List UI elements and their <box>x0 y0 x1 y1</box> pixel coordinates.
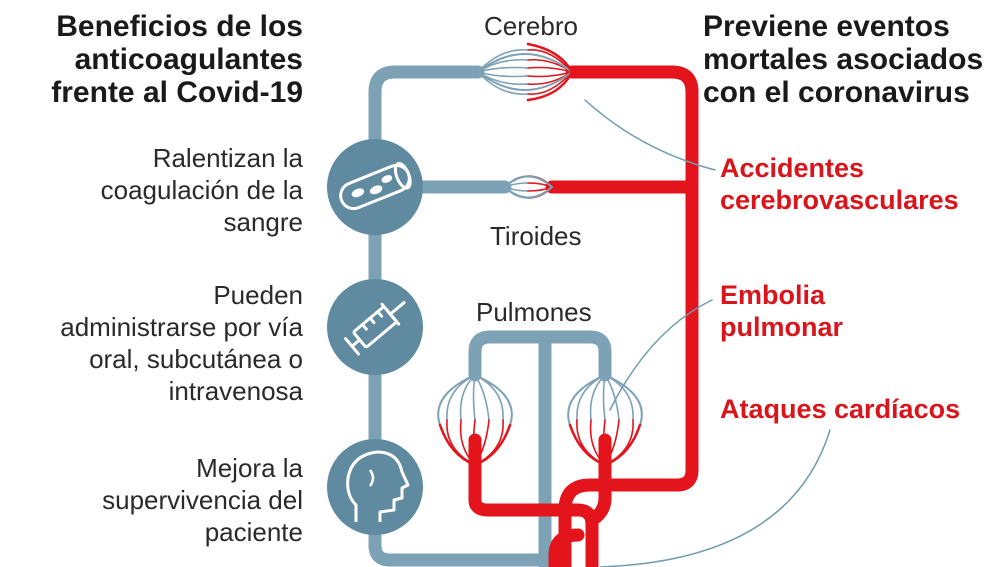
organ-label-thyroid: Tiroides <box>490 221 582 251</box>
syringe-icon <box>327 279 423 375</box>
leader-lines <box>584 99 831 567</box>
left-lung-capillaries <box>437 374 513 467</box>
left-title: Beneficios de los anticoagulantes frente… <box>51 10 303 109</box>
blood-vessel-icon <box>327 139 423 235</box>
leader-line-heart <box>599 429 831 567</box>
brain-capillaries <box>477 42 574 102</box>
benefit-administration: Pueden administrarse por vía oral, subcu… <box>60 280 303 406</box>
right-title: Previene eventos mortales asociados con … <box>703 10 984 109</box>
leader-line-embolism <box>609 299 713 411</box>
patient-head-icon <box>327 439 423 535</box>
benefit-survival: Mejora la supervivencia del paciente <box>102 453 303 547</box>
thyroid-capillaries <box>504 175 553 199</box>
organ-label-lungs: Pulmones <box>476 297 592 327</box>
effect-heart-attack: Ataques cardíacos <box>720 394 961 424</box>
organ-label-brain: Cerebro <box>484 11 578 41</box>
leader-line-stroke <box>584 99 716 171</box>
benefit-slow-coagulation: Ralentizan la coagulación de la sangre <box>100 143 303 237</box>
effect-pulmonary-embolism: Embolia pulmonar <box>720 280 844 342</box>
arterial-vessels <box>468 65 699 567</box>
right-lung-capillaries <box>567 374 643 467</box>
effect-stroke: Accidentes cerebrovasculares <box>720 153 959 215</box>
